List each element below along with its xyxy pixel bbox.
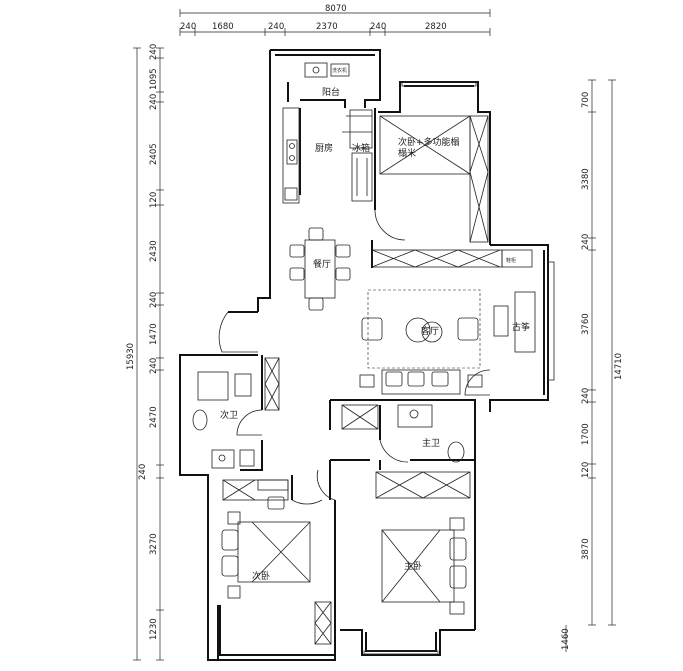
guzheng-stand [493, 305, 509, 337]
top-total-dim: 8070 [325, 4, 347, 14]
washer-label: 洗衣机 [332, 67, 347, 74]
bed-icon [237, 521, 311, 583]
right-dim-2: 3380 [581, 168, 591, 190]
coffee-table [405, 317, 431, 343]
right-dim-8: 3870 [581, 538, 591, 560]
toilet-icon [192, 409, 208, 431]
left-dim-1: 240 [149, 44, 159, 60]
balcony-fixtures: 洗衣机 [304, 62, 350, 78]
cabinet-mark: 鞋柜 [506, 257, 516, 264]
cabinet-strip: 鞋柜 [371, 249, 533, 268]
room-label-balcony: 阳台 [322, 86, 340, 98]
wardrobe-icon [469, 115, 489, 243]
dining-chair [335, 267, 351, 281]
room-label-living: 客厅 [421, 325, 439, 337]
kitchen-fixtures [282, 107, 373, 204]
left-dim-7: 240 [149, 292, 159, 308]
second-bedroom-fixtures [221, 479, 332, 645]
fridge-icon [351, 152, 373, 202]
room-label-kitchen: 厨房 [315, 142, 333, 154]
dining-table [289, 227, 351, 311]
washer-icon [330, 63, 350, 77]
left-dim-2: 1095 [149, 68, 159, 90]
nightstand [227, 511, 241, 525]
right-dimension-line: 700 3380 240 3760 240 1700 120 3870 1471… [561, 79, 624, 652]
top-dim-3: 240 [268, 22, 284, 32]
room-label-master-bath: 主卫 [422, 437, 440, 449]
windows [363, 81, 555, 655]
room-label-second-bath: 次卫 [220, 409, 238, 421]
room-label-guzheng: 古筝 [512, 321, 530, 333]
left-dim-6: 2430 [149, 240, 159, 262]
room-label-second-bedroom: 次卧 [252, 570, 270, 582]
desk-chair [267, 496, 285, 510]
room-label-tatami-line2: 榻米 [398, 147, 416, 159]
left-dim-13: 1230 [149, 618, 159, 640]
exterior-walls [179, 49, 549, 661]
shower-area [197, 371, 229, 401]
top-dim-4: 2370 [316, 22, 338, 32]
guzheng-icon [514, 291, 536, 353]
top-dim-1: 240 [180, 22, 196, 32]
armchair [457, 317, 479, 341]
left-dimension-line: 15930 240 1095 240 2405 120 2430 240 147… [126, 44, 164, 661]
left-dim-11: 240 [138, 464, 148, 480]
left-dim-3: 240 [149, 94, 159, 110]
left-dim-4: 2405 [149, 143, 159, 165]
toilet-icon [447, 441, 465, 463]
dining-chair [289, 267, 305, 281]
dining-chair [308, 227, 324, 241]
right-dim-4: 3760 [581, 313, 591, 335]
left-dim-8: 1470 [149, 323, 159, 345]
door-swings [218, 209, 491, 505]
left-total-dim: 15930 [126, 343, 136, 370]
top-dim-5: 240 [370, 22, 386, 32]
right-total-dim: 14710 [614, 353, 624, 380]
left-dim-9: 240 [149, 358, 159, 374]
left-dim-10: 2470 [149, 406, 159, 428]
nightstand [227, 585, 241, 599]
top-dim-2: 1680 [212, 22, 234, 32]
right-dim-3: 240 [581, 234, 591, 250]
room-label-master-bedroom: 主卧 [404, 560, 422, 572]
left-dim-12: 3270 [149, 533, 159, 555]
left-dim-5: 120 [149, 192, 159, 208]
bath-cabinet [234, 373, 252, 397]
dining-chair [289, 244, 305, 258]
nightstand [449, 601, 465, 615]
armchair [361, 317, 383, 341]
dining-chair [335, 244, 351, 258]
washbasin-icon [211, 449, 235, 469]
storage-cabinet [314, 601, 332, 645]
living-room-fixtures [359, 289, 536, 395]
top-dimension-line: 8070 240 1680 240 2370 240 2820 [179, 4, 491, 36]
sink-icon [284, 187, 298, 201]
room-labels: 阳台 厨房 冰箱 次卧+多功能榻 榻米 餐厅 客厅 古筝 次卫 主卫 次卧 主卧 [220, 86, 530, 582]
tatami-room-fixtures [379, 115, 489, 243]
nightstand [449, 517, 465, 531]
second-bath-fixtures [192, 357, 280, 469]
bath-storage [264, 357, 280, 411]
living-rug [367, 289, 481, 369]
master-bath-fixtures [341, 404, 465, 463]
room-label-fridge: 冰箱 [352, 142, 370, 154]
bottom-dim: 1460 [561, 628, 571, 650]
master-bedroom-fixtures [375, 471, 471, 615]
wardrobe-icon [375, 471, 471, 499]
right-dim-7: 120 [581, 462, 591, 478]
right-dim-6: 1700 [581, 423, 591, 445]
range-hood-icon [349, 109, 373, 149]
coffee-table [421, 321, 443, 343]
right-dim-5: 240 [581, 388, 591, 404]
washbasin-icon [397, 404, 433, 428]
dining-chair [308, 297, 324, 311]
right-dim-1: 700 [581, 92, 591, 108]
shower-area [341, 404, 379, 430]
sofa [381, 369, 461, 395]
top-dim-6: 2820 [425, 22, 447, 32]
room-label-tatami-line1: 次卧+多功能榻 [398, 136, 460, 148]
room-label-dining: 餐厅 [313, 258, 331, 270]
stove-icon [286, 139, 298, 165]
